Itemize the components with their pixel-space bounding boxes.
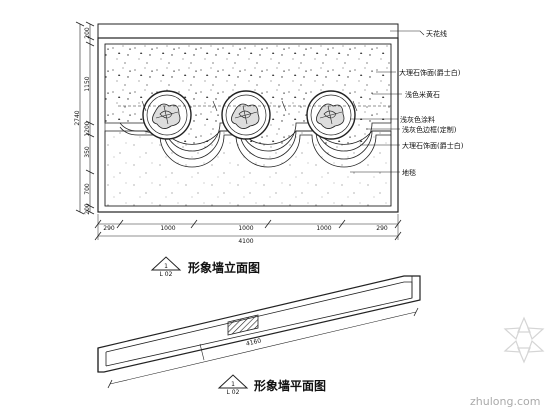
bottom-dimension-chain [94, 214, 402, 241]
width-dim-1: 290 [103, 225, 115, 232]
overall-width-dim: 4100 [238, 238, 253, 245]
plan-length-dim [107, 307, 419, 389]
plan-hatch-block [227, 314, 259, 336]
medallion-center [221, 90, 271, 140]
elevation-badge-sheet: L 02 [160, 271, 173, 278]
left-dimension-chain [75, 21, 95, 215]
width-dim-2: 1000 [160, 225, 175, 232]
plan-wall-outer [97, 275, 421, 373]
ceiling-band [97, 23, 399, 39]
plan-title-badge: 1 L 02 [217, 374, 249, 396]
elevation-view: 200 1150 1200 350 700 200 2740 290 1000 … [74, 21, 464, 245]
elevation-badge-num: 1 [164, 263, 168, 270]
side-dim-4: 350 [84, 146, 91, 158]
watermark-logo [503, 316, 545, 364]
plan-badge-num: 1 [231, 381, 235, 388]
callout-marble-bottom: 大理石饰面(爵士白) [402, 141, 464, 150]
callout-beige-stone: 浅色米黄石 [405, 90, 440, 99]
side-dim-5: 700 [84, 183, 91, 195]
side-dim-6: 200 [84, 203, 91, 215]
elevation-title: 形象墙立面图 [188, 260, 260, 275]
callout-leaders [350, 30, 425, 173]
width-dim-5: 290 [376, 225, 388, 232]
watermark-text: zhulong.com [470, 395, 540, 408]
wall-outline [97, 37, 399, 213]
medallion-left [142, 90, 192, 140]
side-dim-3: 1200 [84, 121, 91, 136]
elevation-title-badge: 1 L 02 [150, 256, 182, 278]
callout-grey-paint: 浅灰色涂料 [400, 115, 435, 124]
plan-title: 形象墙平面图 [254, 378, 326, 393]
total-height-dim: 2740 [74, 110, 81, 125]
callout-ceiling-line: 天花线 [426, 29, 447, 38]
width-dim-3: 1000 [238, 225, 253, 232]
plan-length-label: 4160 [245, 337, 262, 347]
medallion-right [306, 90, 356, 140]
callout-marble-top: 大理石饰面(爵士白) [399, 68, 461, 77]
plan-view: 4160 [97, 275, 421, 389]
plan-badge-sheet: L 02 [227, 389, 240, 396]
callout-grey-border: 浅灰色边框(定制) [402, 125, 457, 134]
width-dim-4: 1000 [316, 225, 331, 232]
medallion-center-dim [118, 100, 391, 112]
side-dim-1: 200 [84, 27, 91, 39]
callout-carpet: 地毯 [402, 168, 416, 177]
side-dim-2: 1150 [84, 76, 91, 91]
